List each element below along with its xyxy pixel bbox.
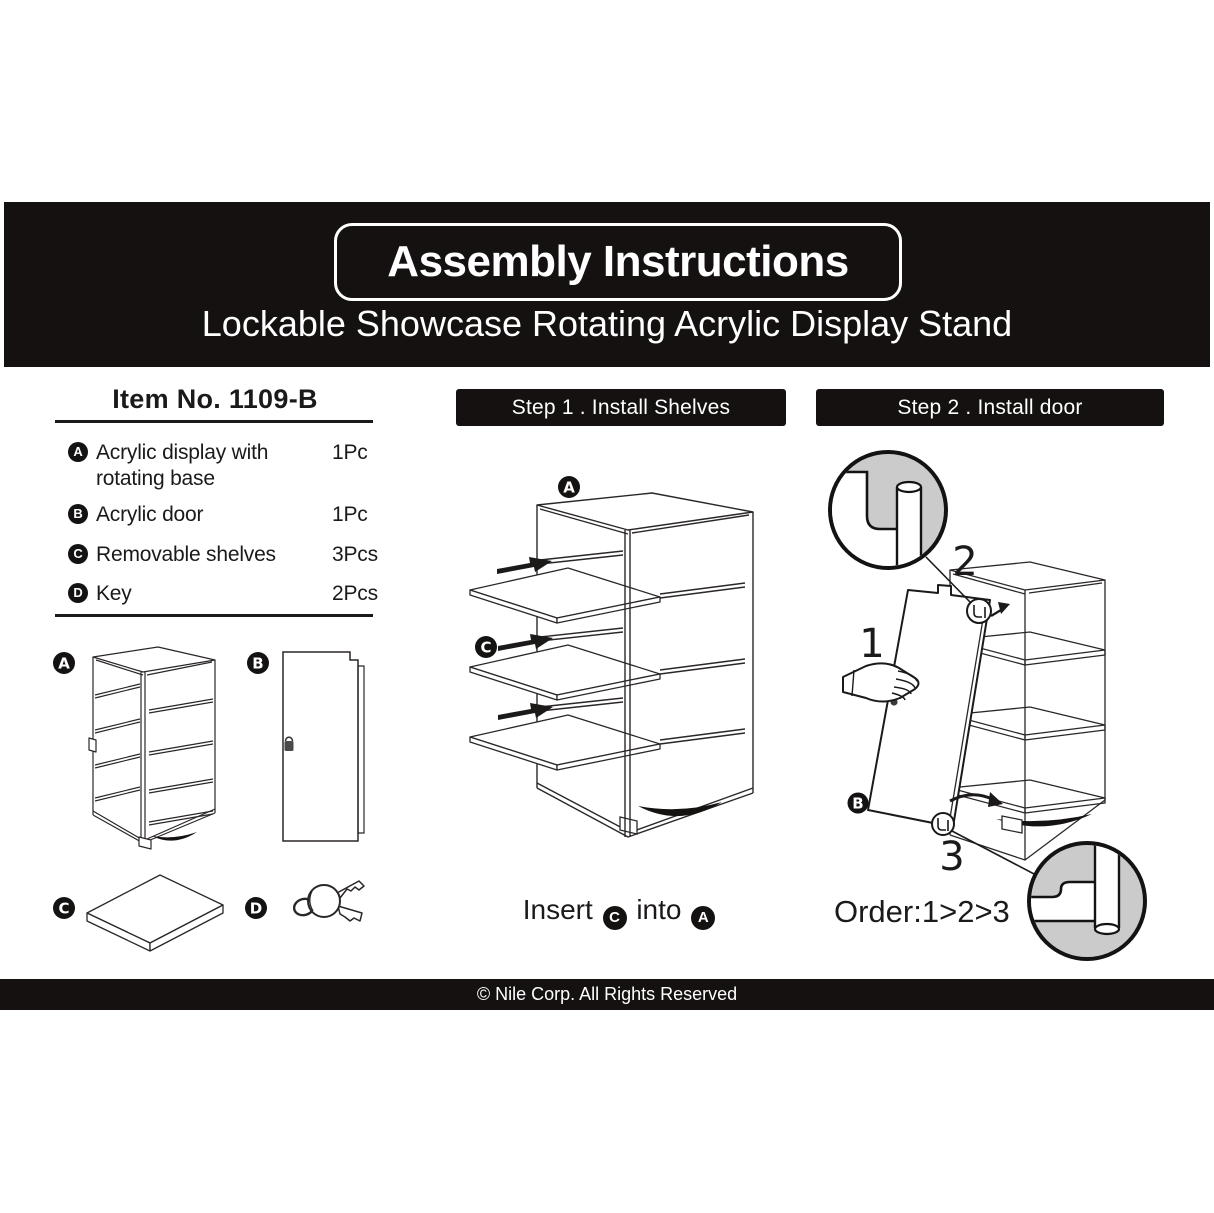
keys-illustration <box>292 880 365 922</box>
step2-number-1: 1 <box>859 621 884 667</box>
shelves <box>469 567 661 771</box>
part-qty: 1Pc <box>332 503 368 526</box>
swing-arrow-icon <box>949 792 1003 807</box>
component-label-d: D <box>245 897 267 919</box>
svg-text:B: B <box>852 795 863 813</box>
part-letter-badge: D <box>68 583 88 603</box>
page-subtitle: Lockable Showcase Rotating Acrylic Displ… <box>201 303 1013 344</box>
hinge-point-bottom <box>931 812 955 836</box>
footer-bar: © Nile Corp. All Rights Reserved <box>0 979 1214 1010</box>
part-row-a: A Acrylic display with rotating base 1Pc <box>68 440 380 492</box>
part-row-b: B Acrylic door 1Pc <box>68 502 380 528</box>
part-name: Acrylic display with rotating base <box>96 441 269 490</box>
shelf-illustration <box>86 874 224 952</box>
door-illustration <box>282 651 365 842</box>
step2-diagram: 1 2 3 B <box>828 450 1147 961</box>
step2-caption: Order:1>2>3 <box>834 894 1010 929</box>
diagram-label-a: A <box>558 476 580 498</box>
part-qty: 3Pcs <box>332 543 378 566</box>
door <box>867 584 991 828</box>
hinge-point-top <box>966 598 992 624</box>
insert-arrow-icons <box>497 557 553 720</box>
step1-header: Step 1 . Install Shelves <box>456 389 786 426</box>
diagram-label-b: B <box>847 792 869 814</box>
hinge-detail-top <box>828 450 948 570</box>
hinge-arrow-icon <box>990 602 1010 618</box>
copyright-text: © Nile Corp. All Rights Reserved <box>476 984 738 1004</box>
header-band: Assembly Instructions Lockable Showcase … <box>4 202 1210 367</box>
part-letter-badge: A <box>68 442 88 462</box>
part-qty: 2Pcs <box>332 582 378 605</box>
part-name: Acrylic door <box>96 503 204 526</box>
title-box: Assembly Instructions <box>334 223 902 301</box>
callout-line-top <box>925 556 971 603</box>
caption-badge-c: C <box>602 906 627 930</box>
hand-icon <box>842 662 920 703</box>
svg-text:B: B <box>252 655 263 673</box>
part-qty: 1Pc <box>332 441 368 464</box>
part-name: Removable shelves <box>96 543 276 566</box>
cabinet-illustration <box>88 646 216 850</box>
part-row-d: D Key 2Pcs <box>68 581 380 607</box>
diagram-label-c: C <box>475 636 497 658</box>
callout-line-bottom <box>951 830 1037 876</box>
component-label-b: B <box>247 652 269 674</box>
rotating-base-illustration <box>152 832 197 841</box>
step1-caption: Insert C into A <box>450 894 790 930</box>
divider-top <box>55 420 373 423</box>
svg-text:C: C <box>58 900 69 918</box>
svg-text:A: A <box>563 479 575 497</box>
front-post <box>624 530 631 837</box>
step2-number-2: 2 <box>952 539 977 585</box>
item-number-title: Item No. 1109-B <box>112 384 318 414</box>
svg-text:D: D <box>250 900 262 918</box>
parts-diagram: A B C D <box>53 646 365 952</box>
part-letter-badge: B <box>68 504 88 524</box>
step2-header: Step 2 . Install door <box>816 389 1164 426</box>
rotating-base <box>638 802 722 817</box>
divider-bottom <box>55 614 373 617</box>
svg-text:A: A <box>58 655 70 673</box>
step1-diagram: A C <box>469 476 754 838</box>
base-foot <box>619 816 638 835</box>
component-label-a: A <box>53 652 75 674</box>
base-foot <box>1001 815 1023 834</box>
part-row-c: C Removable shelves 3Pcs <box>68 542 380 568</box>
page-title: Assembly Instructions <box>387 237 849 286</box>
caption-badge-a: A <box>691 906 716 930</box>
component-label-c: C <box>53 897 75 919</box>
step2-number-3: 3 <box>939 834 964 880</box>
hinge-detail-bottom <box>1027 841 1147 961</box>
part-letter-badge: C <box>68 544 88 564</box>
svg-text:C: C <box>480 639 491 657</box>
part-name: Key <box>96 582 132 605</box>
